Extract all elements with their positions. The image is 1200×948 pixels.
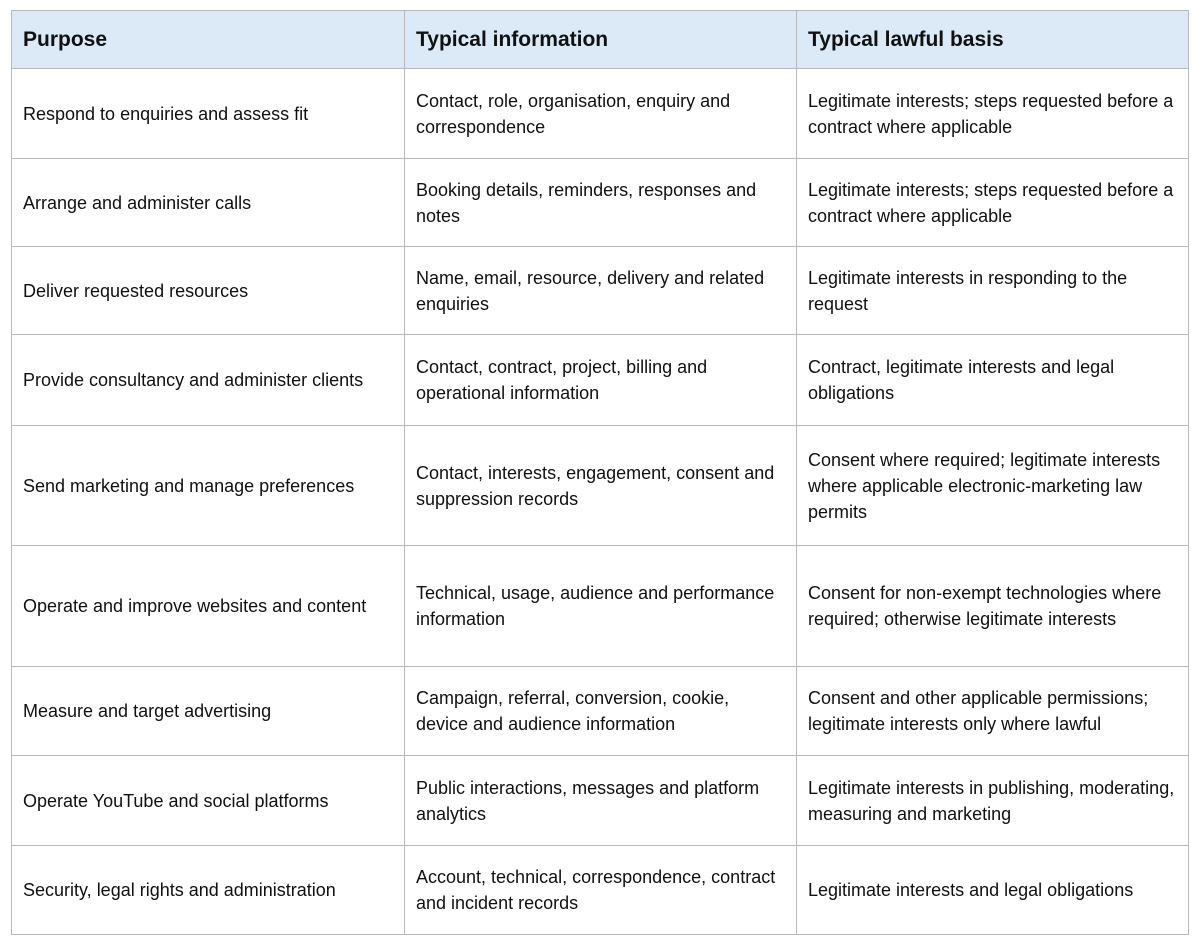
cell-information: Contact, role, organisation, enquiry and… bbox=[404, 68, 797, 159]
cell-purpose: Operate and improve websites and content bbox=[11, 545, 405, 667]
table-row: Provide consultancy and administer clien… bbox=[11, 334, 1189, 426]
table-header: Purpose Typical information Typical lawf… bbox=[11, 10, 1189, 69]
cell-information: Public interactions, messages and platfo… bbox=[404, 755, 797, 846]
cell-basis: Consent where required; legitimate inter… bbox=[796, 425, 1189, 546]
cell-information: Contact, contract, project, billing and … bbox=[404, 334, 797, 426]
cell-information: Account, technical, correspondence, cont… bbox=[404, 845, 797, 935]
cell-basis: Legitimate interests and legal obligatio… bbox=[796, 845, 1189, 935]
table-row: Deliver requested resources Name, email,… bbox=[11, 246, 1189, 335]
cell-purpose: Operate YouTube and social platforms bbox=[11, 755, 405, 846]
cell-information: Campaign, referral, conversion, cookie, … bbox=[404, 666, 797, 756]
cell-purpose: Security, legal rights and administratio… bbox=[11, 845, 405, 935]
cell-information: Booking details, reminders, responses an… bbox=[404, 158, 797, 247]
cell-basis: Consent and other applicable permissions… bbox=[796, 666, 1189, 756]
cell-basis: Legitimate interests in publishing, mode… bbox=[796, 755, 1189, 846]
cell-purpose: Send marketing and manage preferences bbox=[11, 425, 405, 546]
cell-information: Technical, usage, audience and performan… bbox=[404, 545, 797, 667]
lawful-basis-table: Purpose Typical information Typical lawf… bbox=[11, 10, 1189, 935]
cell-purpose: Arrange and administer calls bbox=[11, 158, 405, 247]
table-row: Measure and target advertising Campaign,… bbox=[11, 666, 1189, 756]
cell-purpose: Deliver requested resources bbox=[11, 246, 405, 335]
table-row: Operate YouTube and social platforms Pub… bbox=[11, 755, 1189, 846]
table-row: Send marketing and manage preferences Co… bbox=[11, 425, 1189, 546]
cell-basis: Contract, legitimate interests and legal… bbox=[796, 334, 1189, 426]
header-purpose: Purpose bbox=[11, 10, 405, 69]
cell-purpose: Provide consultancy and administer clien… bbox=[11, 334, 405, 426]
table-body: Respond to enquiries and assess fit Cont… bbox=[11, 68, 1189, 935]
cell-information: Contact, interests, engagement, consent … bbox=[404, 425, 797, 546]
cell-information: Name, email, resource, delivery and rela… bbox=[404, 246, 797, 335]
table-row: Security, legal rights and administratio… bbox=[11, 845, 1189, 935]
cell-basis: Legitimate interests; steps requested be… bbox=[796, 158, 1189, 247]
lawful-basis-table-container: Purpose Typical information Typical lawf… bbox=[11, 10, 1189, 935]
header-typical-information: Typical information bbox=[404, 10, 797, 69]
header-row: Purpose Typical information Typical lawf… bbox=[11, 10, 1189, 69]
cell-purpose: Measure and target advertising bbox=[11, 666, 405, 756]
table-row: Respond to enquiries and assess fit Cont… bbox=[11, 68, 1189, 159]
table-row: Arrange and administer calls Booking det… bbox=[11, 158, 1189, 247]
table-row: Operate and improve websites and content… bbox=[11, 545, 1189, 667]
cell-purpose: Respond to enquiries and assess fit bbox=[11, 68, 405, 159]
header-typical-lawful-basis: Typical lawful basis bbox=[796, 10, 1189, 69]
cell-basis: Consent for non-exempt technologies wher… bbox=[796, 545, 1189, 667]
cell-basis: Legitimate interests in responding to th… bbox=[796, 246, 1189, 335]
cell-basis: Legitimate interests; steps requested be… bbox=[796, 68, 1189, 159]
